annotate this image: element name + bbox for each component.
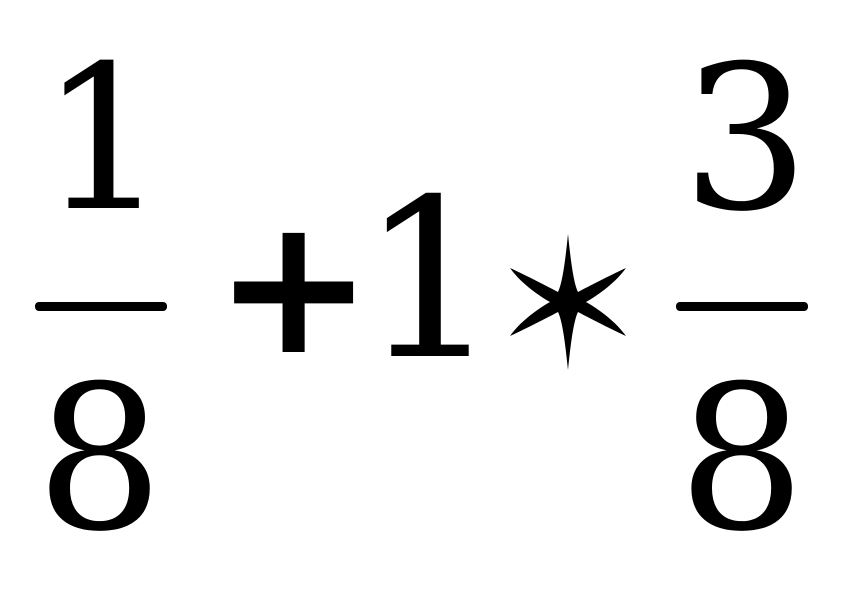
right-fraction-bar [676, 302, 808, 311]
left-fraction-bar [35, 302, 167, 311]
left-fraction-denominator: 8 [36, 343, 164, 576]
integer-one: 1 [360, 152, 500, 408]
six-pointed-star-icon [508, 234, 628, 370]
plus-operator: + [214, 176, 374, 397]
right-fraction-denominator: 8 [678, 343, 806, 576]
left-fraction-numerator: 1 [40, 23, 168, 256]
right-fraction-numerator: 3 [682, 23, 810, 256]
